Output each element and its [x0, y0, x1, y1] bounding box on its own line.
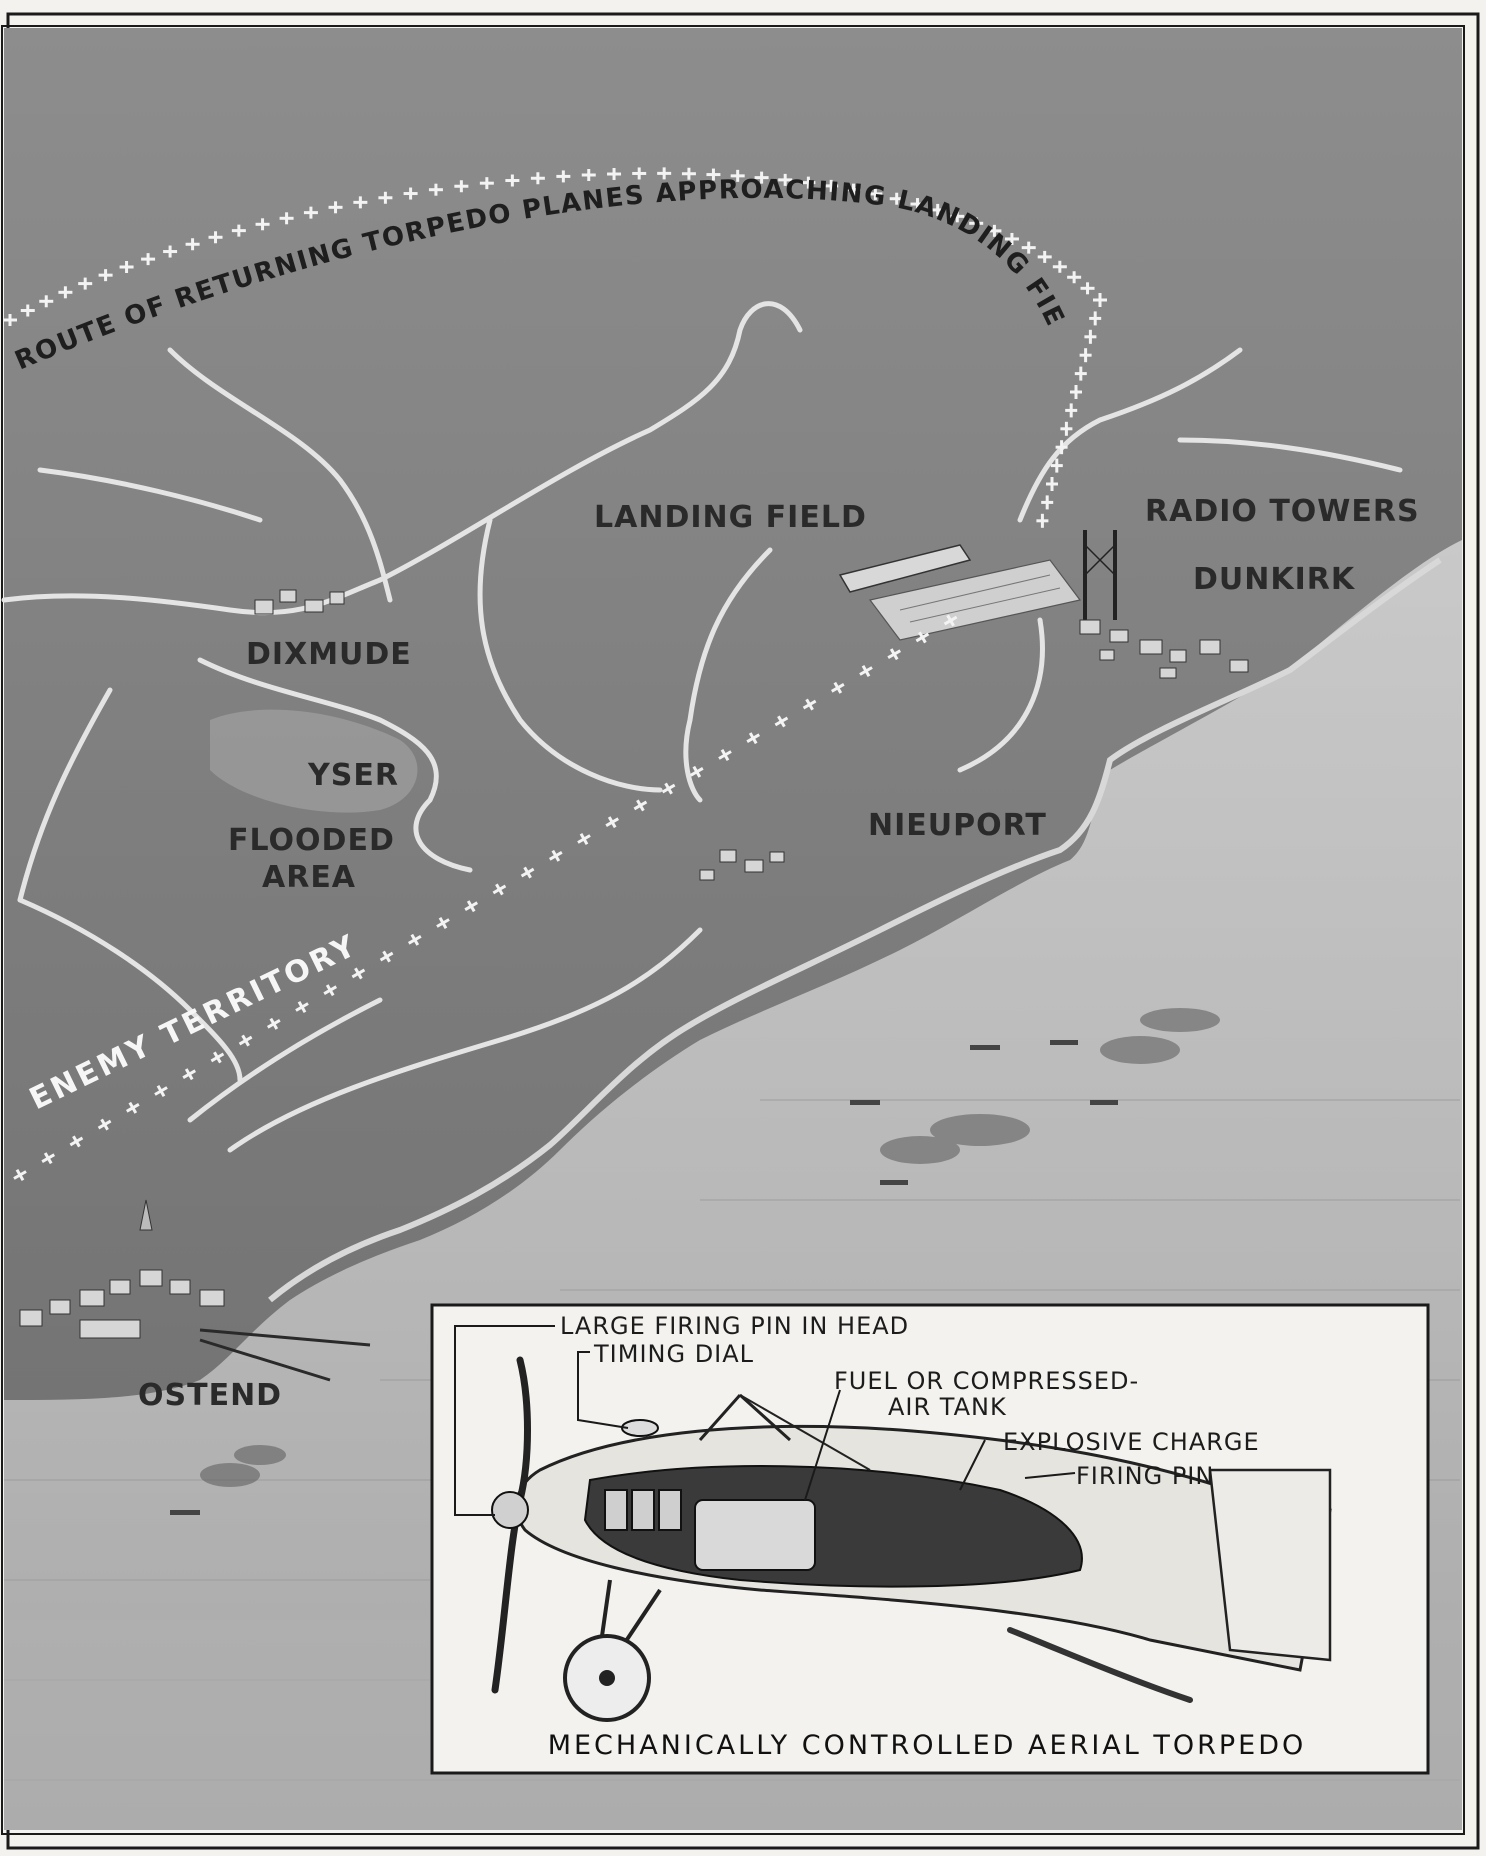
label-yser: YSER [308, 758, 399, 793]
town-nieuport [699, 849, 785, 881]
label-flooded: FLOODED [228, 823, 395, 858]
label-ostend: OSTEND [138, 1378, 283, 1413]
label-air-tank: AIR TANK [888, 1393, 1007, 1421]
label-dixmude: DIXMUDE [246, 637, 412, 672]
ostend-jetty [199, 1328, 371, 1382]
town-ostend [19, 1199, 225, 1339]
flooded-area [210, 709, 418, 813]
label-radio-towers: RADIO TOWERS [1145, 494, 1420, 529]
label-landing-field: LANDING FIELD [594, 500, 867, 535]
leader-lines [454, 1325, 1076, 1516]
label-nieuport: NIEUPORT [868, 808, 1047, 843]
label-firing-pin: FIRING PIN [1076, 1462, 1215, 1490]
label-dunkirk: DUNKIRK [1193, 562, 1356, 597]
label-large-firing-pin: LARGE FIRING PIN IN HEAD [560, 1312, 910, 1340]
landing-field-hangars [838, 544, 1082, 641]
label-fuel-tank: FUEL OR COMPRESSED- [834, 1367, 1140, 1395]
inner-border [1, 25, 1465, 1835]
label-timing-dial: TIMING DIAL [594, 1340, 755, 1368]
torpedo-diagram [491, 1356, 1332, 1722]
radio-towers [1083, 530, 1117, 620]
inset-caption: MECHANICALLY CONTROLLED AERIAL TORPEDO [547, 1730, 1307, 1761]
label-explosive-charge: EXPLOSIVE CHARGE [1003, 1428, 1260, 1456]
ships [170, 1008, 1220, 1515]
coastline [268, 557, 1442, 1303]
town-dunkirk [1079, 619, 1249, 679]
label-area: AREA [262, 860, 357, 895]
rivers-and-roads [1, 301, 1403, 1153]
town-dixmude [254, 589, 345, 615]
